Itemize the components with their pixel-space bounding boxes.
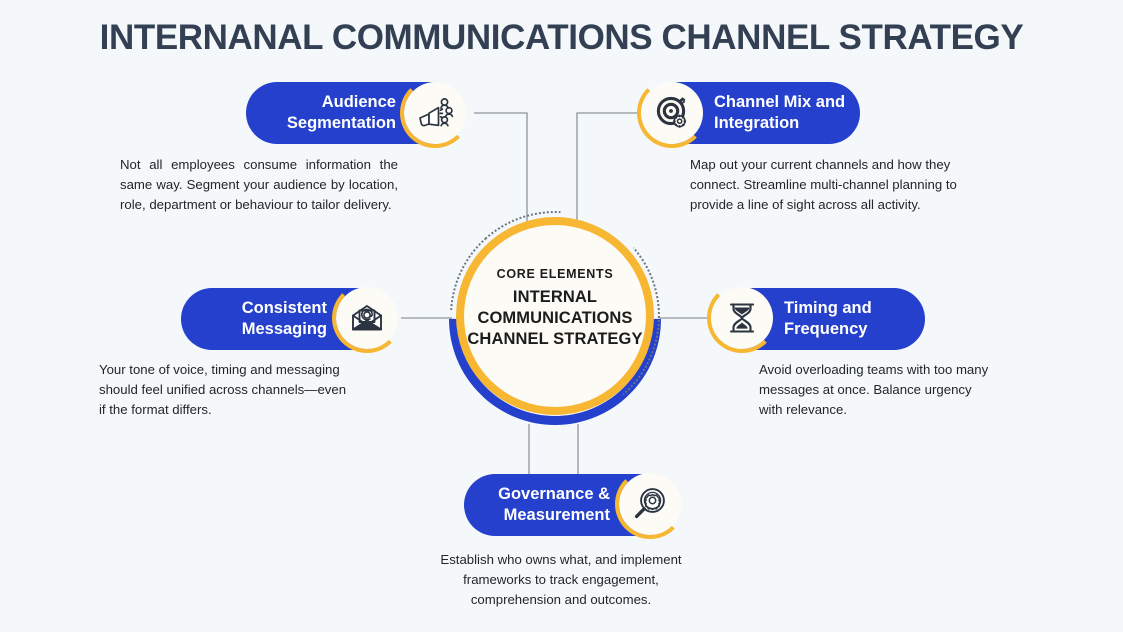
hub-title-line-3: CHANNEL STRATEGY — [467, 329, 643, 348]
icon-badge-audience-segmentation — [400, 78, 470, 148]
connector-channel-mix — [576, 112, 638, 228]
pill-label-channel-mix-and-integration: Channel Mix and Integration — [714, 93, 846, 132]
icon-badge-timing-and-frequency — [707, 283, 777, 353]
page-title: INTERNANAL COMMUNICATIONS CHANNEL STRATE… — [99, 18, 1024, 57]
magnifier-gear-icon — [634, 488, 665, 519]
description-audience-segmentation: Not all employees consume information th… — [120, 157, 398, 213]
icon-ring-gold — [615, 469, 685, 539]
pill-label-timing-and-frequency: Timing and Frequency — [784, 299, 872, 338]
megaphone-audience-icon — [419, 98, 454, 127]
icon-badge-consistent-messaging — [332, 283, 402, 353]
icon-ring-gold — [637, 78, 707, 148]
hub-title-line-2: COMMUNICATIONS — [477, 308, 633, 327]
core-hub: CORE ELEMENTS INTERNAL COMMUNICATIONS CH… — [405, 167, 705, 469]
hourglass-icon — [729, 303, 755, 333]
hub-text-block: CORE ELEMENTS INTERNAL COMMUNICATIONS CH… — [467, 267, 643, 350]
target-bullseye-icon — [656, 96, 687, 128]
hub-eyebrow: CORE ELEMENTS — [496, 267, 614, 281]
icon-ring-gold — [400, 78, 470, 148]
icon-ring-gold — [332, 283, 402, 353]
pill-label-consistent-messaging: Consistent Messaging — [241, 299, 327, 338]
description-consistent-messaging: Your tone of voice, timing and messaging… — [99, 362, 347, 418]
icon-badge-channel-mix-and-integration — [637, 78, 707, 148]
description-timing-and-frequency: Avoid overloading teams with too many me… — [759, 362, 989, 418]
description-governance-and-measurement: Establish who owns what, and implement f… — [440, 552, 682, 608]
envelope-at-icon — [352, 305, 382, 331]
connector-audience — [474, 112, 528, 228]
icon-ring-gold — [707, 283, 777, 353]
pill-label-audience-segmentation: Audience Segmentation — [286, 93, 396, 132]
pill-label-governance-and-measurement: Governance & Measurement — [498, 485, 610, 524]
description-channel-mix-and-integration: Map out your current channels and how th… — [690, 157, 957, 213]
hub-title-line-1: INTERNAL — [512, 288, 598, 306]
icon-badge-governance-and-measurement — [615, 469, 685, 539]
hub-gold-ring — [456, 217, 654, 415]
